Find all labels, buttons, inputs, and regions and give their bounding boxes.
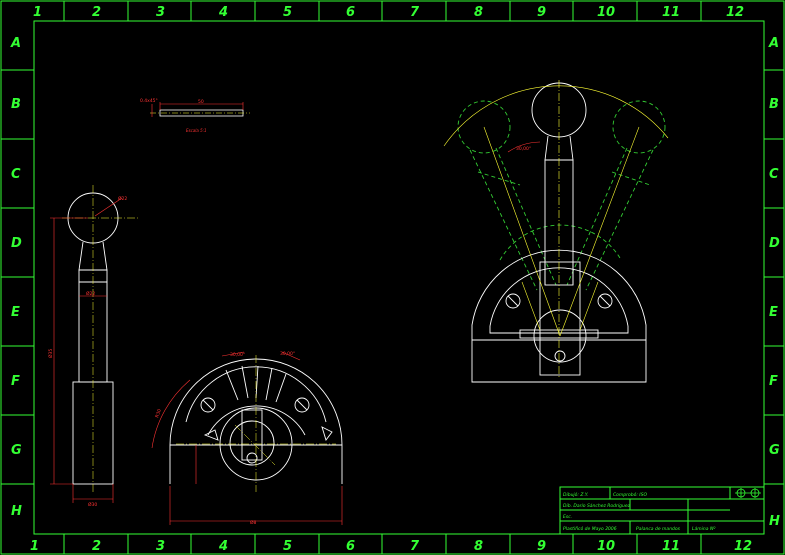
tb-sheet-number: Lámina Nº [692, 525, 716, 532]
col-label: 5 [283, 5, 292, 20]
col-label: 6 [346, 5, 355, 20]
row-labels-left: A B C D E F G H [10, 36, 22, 519]
row-label: G [11, 443, 22, 458]
pin-length-dim: 50 [198, 99, 204, 105]
row-label: H [769, 514, 780, 529]
front-width-dim: Ø8 [250, 519, 257, 526]
row-label: C [11, 167, 21, 182]
row-label: A [10, 36, 21, 51]
row-label: E [11, 305, 20, 320]
col-label: 11 [662, 539, 680, 554]
front-angle2-dim: 30,00° [280, 351, 295, 357]
lever-assembly-view: 30,00° [443, 80, 669, 383]
row-label: F [11, 374, 20, 389]
side-length-dim: Ø35 [47, 349, 54, 358]
row-labels-right: A B C D E F G H [768, 36, 780, 529]
pin-scale-note: Escala 5:1 [186, 128, 207, 133]
col-label: 8 [474, 539, 483, 554]
col-label: 7 [410, 5, 420, 20]
row-label: A [768, 36, 779, 51]
col-label: 2 [92, 539, 101, 554]
pin-chamfer-dim: 0.4x45° [140, 98, 158, 104]
tb-author: Dib. Darío Sánchez Rodríguez [563, 502, 631, 509]
col-label: 4 [218, 5, 228, 20]
front-arc-dim: R30 [154, 408, 163, 418]
row-label: B [11, 97, 21, 112]
column-labels-bottom: 1 2 3 4 5 6 7 8 9 10 11 12 [30, 539, 752, 554]
side-top-dia-dim: Ø22 [118, 195, 127, 202]
row-label: D [11, 236, 22, 251]
col-label: 12 [726, 5, 744, 20]
row-label: H [11, 504, 22, 519]
col-label: 11 [662, 5, 680, 20]
col-label: 4 [218, 539, 228, 554]
row-label: E [769, 305, 778, 320]
col-label: 7 [410, 539, 420, 554]
col-label: 10 [597, 539, 615, 554]
column-ticks [63, 1, 702, 554]
title-block-symbol [735, 488, 761, 498]
col-label: 12 [734, 539, 752, 554]
tb-drawn-by: Dibujó: Z.Y. [563, 491, 589, 498]
col-label: 8 [474, 5, 483, 20]
base-front-view: 30,00° 30,00° R30 Ø8 [151, 351, 343, 526]
front-angle1-dim: 30,00° [230, 352, 245, 358]
tb-date: Plastificó de Mayo 2006 [563, 525, 617, 532]
tb-part-name: Palanca de mandos [636, 526, 681, 532]
col-label: 10 [597, 5, 615, 20]
col-label: 5 [283, 539, 292, 554]
side-bottom-dia-dim: Ø30 [88, 501, 97, 508]
row-ticks [1, 69, 784, 485]
col-label: 1 [30, 539, 39, 554]
row-label: G [769, 443, 780, 458]
title-block: Dibujó: Z.Y. Comprobó: ISO Dib. Darío Sá… [559, 486, 765, 535]
row-label: B [769, 97, 779, 112]
col-label: 2 [92, 5, 101, 20]
row-label: D [769, 236, 780, 251]
col-label: 6 [346, 539, 355, 554]
assembly-angle-dim: 30,00° [516, 146, 531, 152]
col-label: 3 [156, 539, 165, 554]
row-label: C [769, 167, 779, 182]
side-shaft-dia-dim: Ø22 [86, 290, 95, 297]
tb-checked-by: Comprobó: ISO [613, 491, 647, 498]
row-label: F [769, 374, 778, 389]
col-label: 9 [537, 539, 546, 554]
col-label: 3 [156, 5, 165, 20]
col-label: 1 [33, 5, 42, 20]
col-label: 9 [537, 5, 546, 20]
pin-detail: 0.4x45° 50 Escala 5:1 [140, 98, 250, 133]
lever-side-view: Ø22 Ø22 Ø35 Ø30 [47, 185, 138, 508]
tb-scale: Esc. [563, 514, 572, 520]
column-labels-top: 1 2 3 4 5 6 7 8 9 10 11 12 [33, 5, 744, 20]
